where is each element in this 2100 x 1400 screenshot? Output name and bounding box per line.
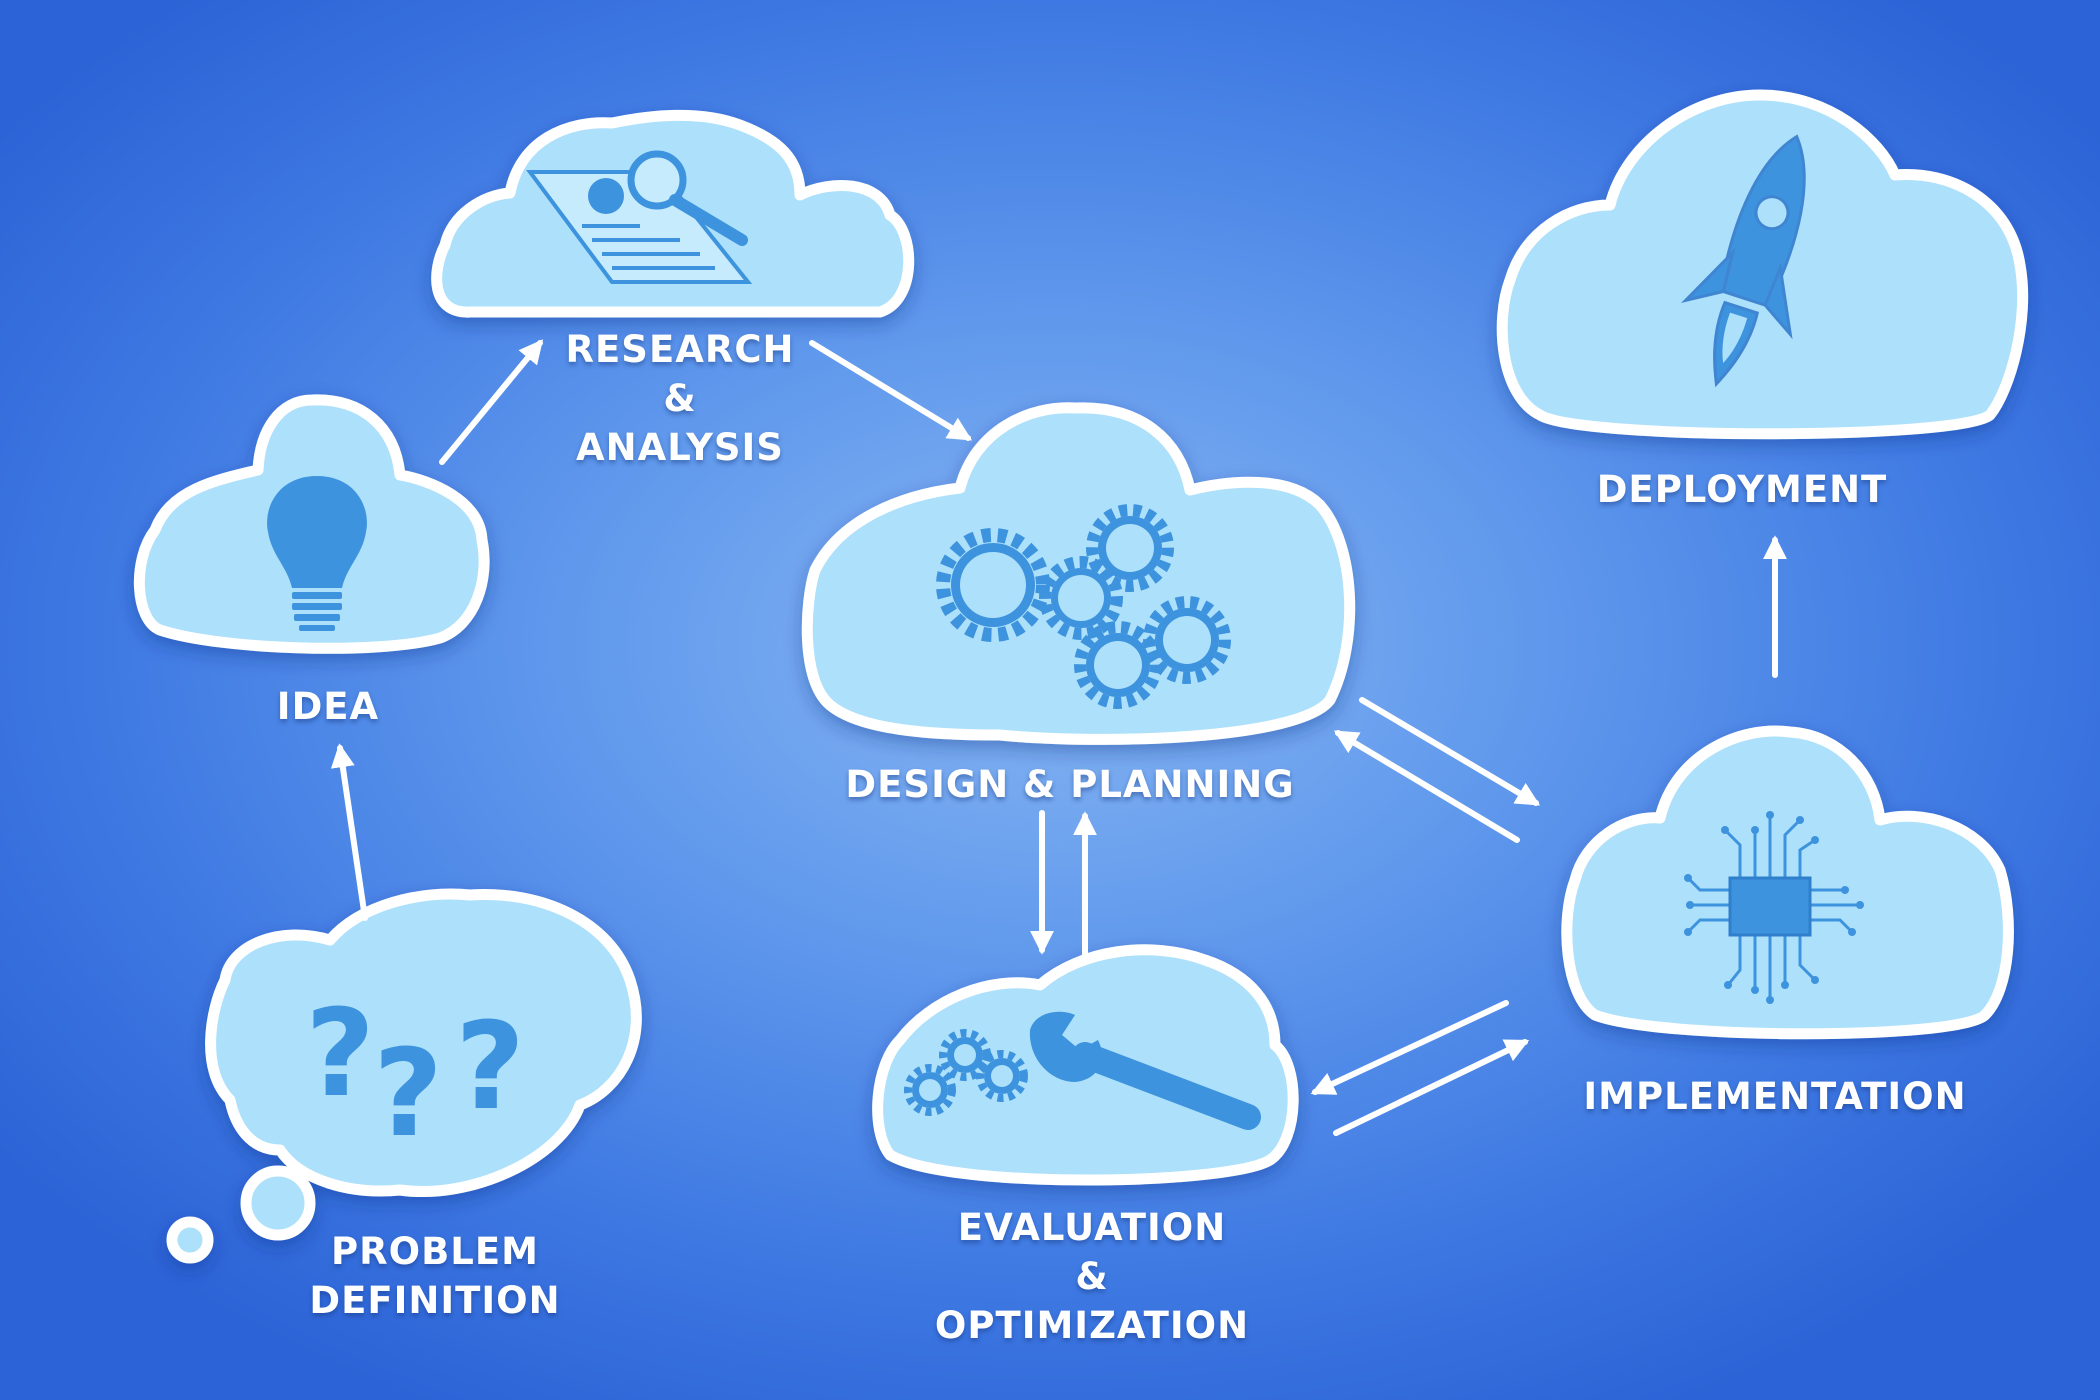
document-magnifier-icon — [526, 150, 753, 284]
label-research-analysis: RESEARCH & ANALYSIS — [566, 325, 795, 472]
arrow-design-to-implementation — [1359, 697, 1541, 806]
arrow-idea-to-research — [439, 339, 544, 465]
label-evaluation-line3: OPTIMIZATION — [934, 1304, 1250, 1347]
label-problem-line1: PROBLEM — [331, 1230, 539, 1273]
problem-definition-cloud — [166, 888, 642, 1264]
label-deployment-text: DEPLOYMENT — [1596, 468, 1888, 511]
arrow-problem-to-idea — [330, 743, 368, 921]
svg-text:?: ? — [455, 998, 525, 1137]
arrow-research-to-design — [809, 340, 973, 441]
label-design-planning: DESIGN & PLANNING — [845, 760, 1294, 809]
label-evaluation-line1: EVALUATION — [957, 1206, 1227, 1249]
arrows — [330, 339, 1787, 1136]
svg-text:?: ? — [373, 1025, 443, 1164]
label-deployment: DEPLOYMENT — [1597, 465, 1888, 514]
gears-icon — [936, 504, 1231, 709]
label-idea: IDEA — [277, 682, 379, 731]
label-design-planning-text: DESIGN & PLANNING — [845, 763, 1295, 806]
label-research-line1: RESEARCH — [565, 328, 795, 371]
wrench-gears-icon — [904, 1011, 1261, 1130]
rocket-icon — [1680, 134, 1806, 388]
arrow-implementation-to-evaluation — [1310, 1000, 1509, 1095]
label-research-line3: ANALYSIS — [576, 426, 784, 469]
arrow-implementation-to-design — [1333, 730, 1520, 843]
label-problem-definition: PROBLEM DEFINITION — [309, 1227, 560, 1325]
microchip-icon — [1684, 811, 1864, 1004]
label-research-line2: & — [663, 377, 697, 420]
label-problem-line2: DEFINITION — [309, 1279, 561, 1322]
label-implementation: IMPLEMENTATION — [1583, 1072, 1966, 1121]
arrow-evaluation-to-implementation — [1333, 1039, 1530, 1136]
svg-text:?: ? — [305, 985, 375, 1124]
label-evaluation-optimization: EVALUATION & OPTIMIZATION — [935, 1203, 1249, 1350]
label-idea-text: IDEA — [276, 685, 380, 728]
question-marks-icon: ? ? ? — [305, 985, 525, 1164]
label-evaluation-line2: & — [1075, 1255, 1109, 1298]
lightbulb-icon — [267, 476, 367, 631]
label-implementation-text: IMPLEMENTATION — [1583, 1075, 1967, 1118]
